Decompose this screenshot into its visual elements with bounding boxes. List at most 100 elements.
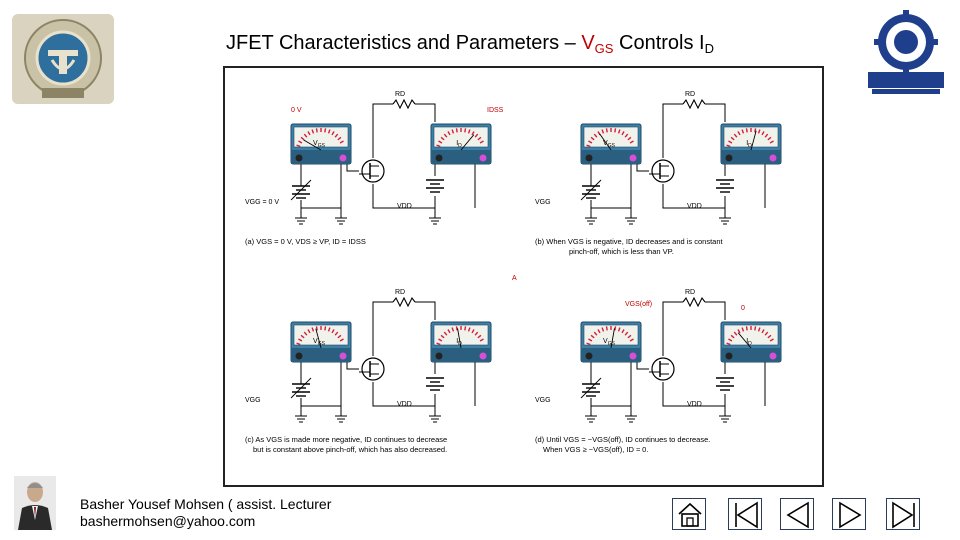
id-meter: ID bbox=[430, 321, 492, 363]
last-slide-button[interactable] bbox=[886, 498, 920, 530]
vgg-label: VGG = 0 V bbox=[245, 199, 279, 206]
rd-label: RD bbox=[685, 289, 695, 296]
caption-line-2: When VGS ≥ −VGS(off), ID ≈ 0. bbox=[543, 445, 648, 454]
next-slide-button[interactable] bbox=[832, 498, 866, 530]
id-meter: ID bbox=[720, 321, 782, 363]
vgs-meter: VGS bbox=[580, 123, 642, 165]
vdd-battery bbox=[425, 179, 445, 193]
home-button[interactable] bbox=[672, 498, 706, 530]
vdd-battery bbox=[425, 377, 445, 391]
variable-arrow bbox=[580, 179, 602, 201]
meter-needle bbox=[303, 139, 322, 151]
caption-line-2: pinch-off, which is less than VP. bbox=[569, 247, 674, 256]
meter-needle bbox=[599, 133, 612, 151]
ground-symbol bbox=[294, 217, 308, 225]
drain-resistor bbox=[682, 297, 706, 307]
vgg-label: VGG bbox=[535, 397, 551, 404]
caption-line-2: but is constant above pinch-off, which h… bbox=[253, 445, 447, 454]
right-note: 0 bbox=[741, 305, 745, 312]
terminal-positive bbox=[479, 352, 487, 360]
vgg-label: VGG bbox=[245, 397, 261, 404]
terminal-negative bbox=[585, 352, 593, 360]
vgs-meter: VGS bbox=[580, 321, 642, 363]
skip-back-icon bbox=[735, 501, 758, 529]
caption-line-1: (c) As VGS is made more negative, ID con… bbox=[245, 435, 447, 444]
vgg-label: VGG bbox=[535, 199, 551, 206]
top-note: 0 V bbox=[291, 107, 302, 114]
meter-needle bbox=[457, 328, 462, 349]
vgs-meter: VGS bbox=[290, 123, 352, 165]
terminal-negative bbox=[585, 154, 593, 162]
terminal-negative bbox=[295, 154, 303, 162]
caption-line-1: (b) When VGS is negative, ID decreases a… bbox=[535, 237, 724, 246]
terminal-positive bbox=[479, 154, 487, 162]
id-meter: ID bbox=[720, 123, 782, 165]
first-slide-button[interactable] bbox=[728, 498, 762, 530]
jfet-symbol bbox=[358, 159, 385, 183]
vdd-label: VDD bbox=[687, 203, 702, 210]
meter-label: ID bbox=[456, 338, 462, 347]
meter-needle bbox=[460, 134, 475, 151]
id-meter: ID bbox=[430, 123, 492, 165]
lecturer-email: bashermohsen@yahoo.com bbox=[80, 513, 256, 529]
terminal-negative bbox=[725, 154, 733, 162]
vdd-battery bbox=[715, 377, 735, 391]
lecturer-photo bbox=[14, 476, 56, 530]
lecturer-name: Basher Yousef Mohsen ( assist. Lecturer bbox=[80, 496, 332, 512]
meter-needle bbox=[610, 328, 615, 349]
drain-resistor bbox=[392, 99, 416, 109]
university-logo bbox=[12, 14, 114, 104]
vdd-battery bbox=[715, 179, 735, 193]
ground-symbol bbox=[718, 217, 732, 225]
vgs-meter: VGS bbox=[290, 321, 352, 363]
meter-label: VGS bbox=[603, 338, 616, 347]
terminal-negative bbox=[295, 352, 303, 360]
ground-symbol bbox=[624, 415, 638, 423]
ground-symbol bbox=[584, 415, 598, 423]
previous-slide-button[interactable] bbox=[780, 498, 814, 530]
terminal-positive bbox=[769, 154, 777, 162]
meter-label: ID bbox=[746, 338, 752, 347]
terminal-positive bbox=[769, 352, 777, 360]
rd-label: RD bbox=[685, 91, 695, 98]
right-note: IDSS bbox=[487, 107, 504, 114]
ground-symbol bbox=[428, 415, 442, 423]
meter-label: VGS bbox=[313, 338, 326, 347]
meter-needle bbox=[737, 332, 752, 349]
ground-symbol bbox=[334, 217, 348, 225]
caption-line-1: (a) VGS = 0 V, VDS ≥ VP, ID = IDSS bbox=[245, 237, 366, 246]
skip-forward-icon bbox=[892, 501, 915, 529]
meter-label: ID bbox=[456, 140, 462, 149]
meter-label: VGS bbox=[313, 140, 326, 149]
page-title: JFET Characteristics and Parameters – VG… bbox=[226, 32, 714, 56]
rd-label: RD bbox=[395, 289, 405, 296]
jfet-symbol bbox=[648, 357, 675, 381]
terminal-positive bbox=[629, 352, 637, 360]
home-icon bbox=[678, 502, 702, 527]
panel-c: VGS ID RD VGG VDD (c) As VGS is made more neg… bbox=[245, 289, 492, 454]
ground-symbol bbox=[428, 217, 442, 225]
triangle-right-icon bbox=[839, 501, 862, 529]
meter-needle bbox=[315, 328, 322, 349]
top-note: VGS(off) bbox=[625, 301, 652, 308]
triangle-left-icon bbox=[786, 501, 809, 529]
meter-needle bbox=[750, 130, 757, 151]
terminal-positive bbox=[339, 352, 347, 360]
meter-label: VGS bbox=[603, 140, 616, 149]
vdd-label: VDD bbox=[687, 401, 702, 408]
drain-resistor bbox=[682, 99, 706, 109]
terminal-negative bbox=[435, 352, 443, 360]
vdd-label: VDD bbox=[397, 401, 412, 408]
jfet-circuit-figure: VGS ID RD VGG = 0 V VDD 0 V IDSS (a) VGS = 0 V,… bbox=[223, 66, 824, 487]
rd-label: RD bbox=[395, 91, 405, 98]
meter-label: ID bbox=[746, 140, 752, 149]
terminal-positive bbox=[339, 154, 347, 162]
panel-b: VGS ID RD VGG VDD (b) When VGS is negative, I… bbox=[535, 91, 782, 256]
terminal-negative bbox=[725, 352, 733, 360]
panels-layer: VGS ID RD VGG = 0 V VDD 0 V IDSS (a) VGS = 0 V,… bbox=[245, 91, 782, 454]
variable-arrow bbox=[290, 377, 312, 399]
circuit-diagram: VGS ID RD VGG = 0 V VDD 0 V IDSS (a) VGS = 0 V,… bbox=[245, 91, 782, 454]
ground-symbol bbox=[718, 415, 732, 423]
